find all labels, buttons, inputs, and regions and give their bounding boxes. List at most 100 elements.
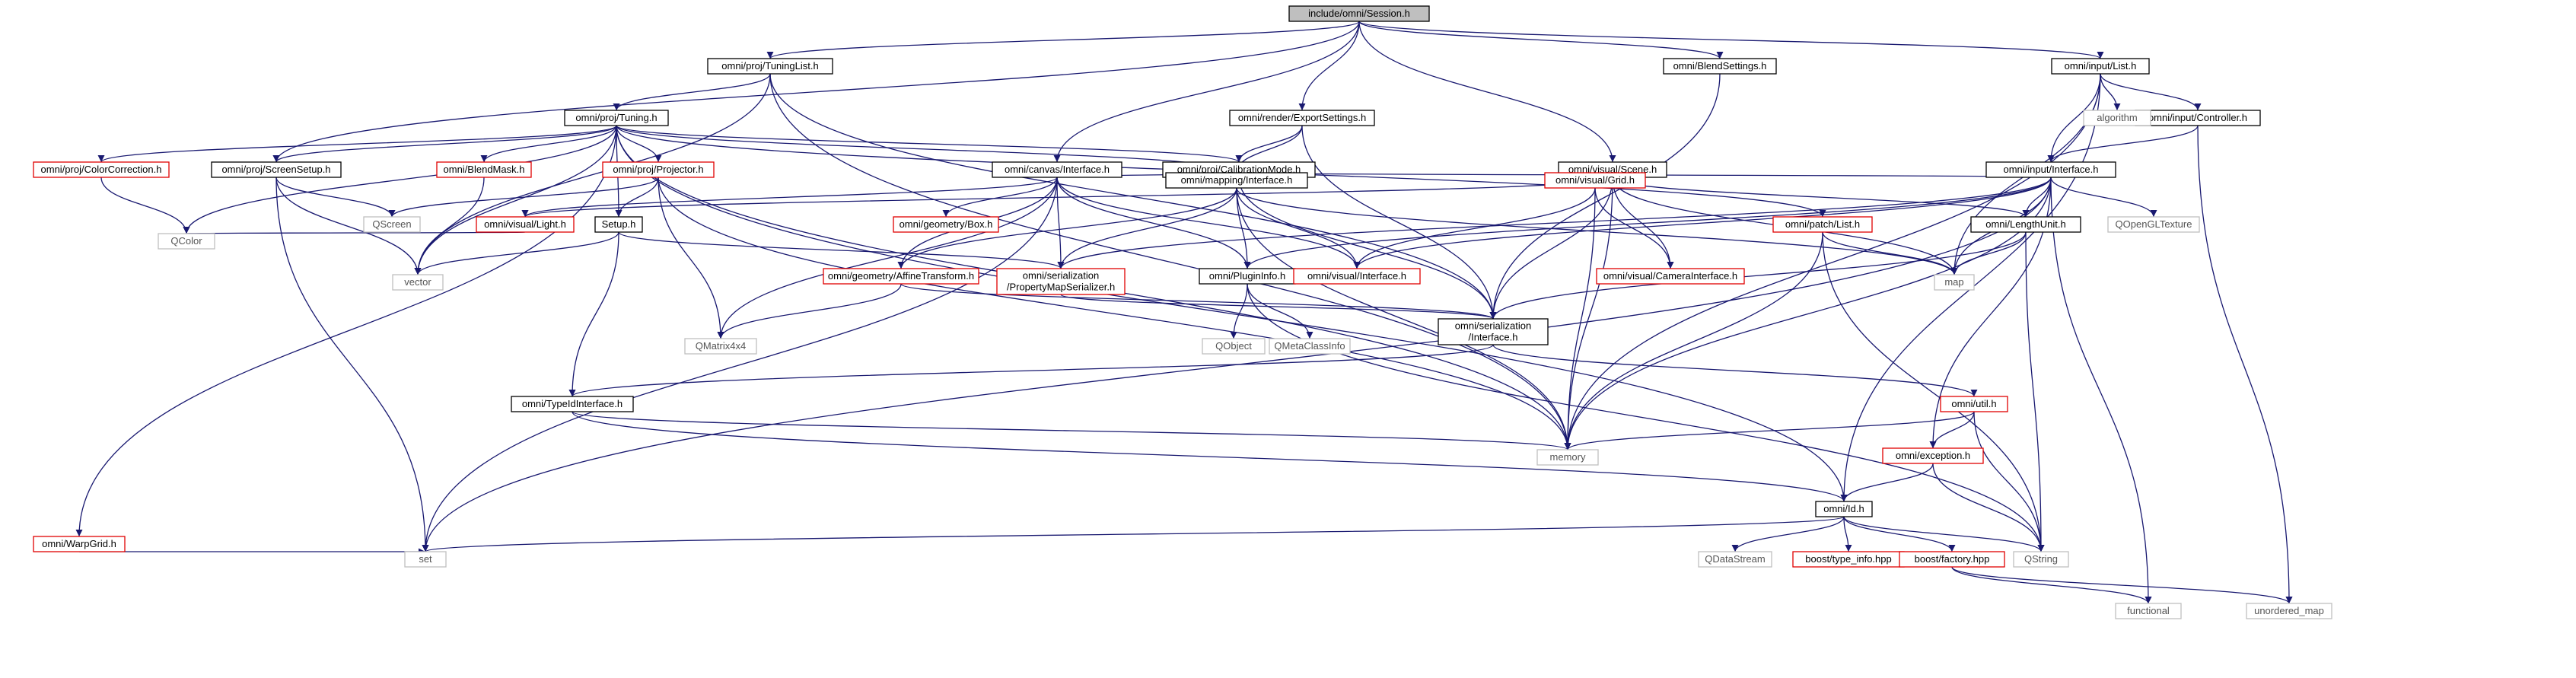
- node-box[interactable]: omni/geometry/Box.h: [893, 216, 999, 233]
- edge-lengthunit-to-qstring: [2025, 231, 2045, 552]
- edge-session-to-canvas: [1053, 21, 1360, 163]
- node-affine[interactable]: omni/geometry/AffineTransform.h: [823, 268, 979, 285]
- edge-plugininfo-to-qmeta: [1247, 283, 1313, 339]
- node-inputlist[interactable]: omni/input/List.h: [2051, 58, 2150, 75]
- edge-exportsettings-to-serialiface: [1301, 125, 1497, 320]
- edge-blendsettings-to-serialiface: [1489, 73, 1721, 320]
- node-blendsettings[interactable]: omni/BlendSettings.h: [1663, 58, 1777, 75]
- edge-plugininfo-to-qobject: [1230, 283, 1248, 339]
- node-setup[interactable]: Setup.h: [594, 216, 643, 233]
- edge-canvas-to-light: [521, 177, 1058, 218]
- edge-canvas-to-qmatrix: [717, 177, 1058, 339]
- node-colorcorrection[interactable]: omni/proj/ColorCorrection.h: [33, 161, 170, 178]
- edge-mapping-to-memory: [1236, 187, 1571, 450]
- nodes-layer: include/omni/Session.h omni/proj/TuningLi…: [33, 5, 2332, 619]
- node-projector[interactable]: omni/proj/Projector.h: [602, 161, 715, 178]
- edge-id-to-typeinfo: [1843, 516, 1852, 552]
- node-label: /PropertyMapSerializer.h: [1007, 282, 1115, 293]
- edge-serialiface-to-util: [1492, 344, 1978, 397]
- node-qogltex: QOpenGLTexture: [2107, 216, 2200, 233]
- node-inputiface[interactable]: omni/input/Interface.h: [1985, 161, 2116, 178]
- node-label: omni/LengthUnit.h: [1985, 218, 2066, 230]
- edge-session-to-tuninglist: [766, 21, 1360, 59]
- node-warpgrid[interactable]: omni/WarpGrid.h: [33, 536, 126, 552]
- edge-tuning-to-id: [616, 125, 1848, 502]
- node-light[interactable]: omni/visual/Light.h: [476, 216, 575, 233]
- node-label: QMatrix4x4: [696, 340, 746, 352]
- edge-patchlist-to-map: [1822, 231, 1958, 275]
- node-factory[interactable]: boost/factory.hpp: [1899, 551, 2005, 568]
- edge-inputlist-to-algorithm: [2100, 73, 2121, 111]
- edge-session-to-scene: [1358, 21, 1616, 163]
- edge-tuning-to-screensetup: [272, 125, 617, 163]
- node-label: omni/render/ExportSettings.h: [1238, 112, 1366, 123]
- edge-typeid-to-memory: [572, 411, 1571, 450]
- node-pmserializer[interactable]: omni/serialization/PropertyMapSerializer…: [996, 268, 1126, 295]
- node-camera[interactable]: omni/visual/CameraInterface.h: [1596, 268, 1745, 285]
- node-canvas[interactable]: omni/canvas/Interface.h: [992, 161, 1122, 178]
- edge-tuning-to-blendmask: [480, 125, 617, 163]
- node-label: QOpenGLTexture: [2116, 218, 2192, 230]
- node-label: omni/geometry/AffineTransform.h: [828, 270, 974, 282]
- node-label: algorithm: [2097, 112, 2137, 123]
- edge-scene-to-serialiface: [1489, 177, 1613, 320]
- node-session[interactable]: include/omni/Session.h: [1288, 5, 1430, 22]
- node-mapping[interactable]: omni/mapping/Interface.h: [1165, 172, 1308, 189]
- node-patchlist[interactable]: omni/patch/List.h: [1772, 216, 1873, 233]
- node-qdatastream: QDataStream: [1698, 551, 1772, 568]
- node-controller[interactable]: omni/input/Controller.h: [2135, 110, 2261, 126]
- edge-affine-to-serialiface: [900, 283, 1497, 320]
- node-label: omni/BlendSettings.h: [1673, 60, 1767, 72]
- edge-inputiface-to-qogltex: [2050, 177, 2157, 218]
- node-exception[interactable]: omni/exception.h: [1882, 447, 1984, 464]
- node-plugininfo[interactable]: omni/PluginInfo.h: [1199, 268, 1296, 285]
- node-label: QScreen: [372, 218, 411, 230]
- node-exportsettings[interactable]: omni/render/ExportSettings.h: [1229, 110, 1375, 126]
- node-functional: functional: [2115, 603, 2182, 619]
- edge-inputlist-to-controller: [2100, 73, 2202, 111]
- edge-mapping-to-map: [1236, 187, 1958, 275]
- edge-blendmask-to-vector: [414, 177, 485, 275]
- node-label: omni/visual/Scene.h: [1568, 164, 1657, 175]
- node-algorithm: algorithm: [2083, 110, 2151, 126]
- edge-canvas-to-visualiface: [1056, 177, 1361, 269]
- node-blendmask[interactable]: omni/BlendMask.h: [436, 161, 532, 178]
- node-lengthunit[interactable]: omni/LengthUnit.h: [1970, 216, 2081, 233]
- edge-exportsettings-to-calibmode: [1235, 125, 1303, 163]
- edge-session-to-blendsettings: [1358, 21, 1724, 59]
- node-util[interactable]: omni/util.h: [1940, 396, 2008, 412]
- edge-patchlist-to-qstring: [1822, 231, 2045, 552]
- edge-factory-to-unordered: [1951, 566, 2293, 604]
- node-screensetup[interactable]: omni/proj/ScreenSetup.h: [211, 161, 342, 178]
- node-tuninglist[interactable]: omni/proj/TuningList.h: [707, 58, 833, 75]
- node-label: omni/proj/Tuning.h: [575, 112, 657, 123]
- node-qstring: QString: [2013, 551, 2069, 568]
- edge-screensetup-to-set: [275, 177, 429, 552]
- node-label: omni/proj/CalibrationMode.h: [1177, 164, 1301, 175]
- edge-grid-to-camera: [1594, 187, 1674, 269]
- edge-util-to-qstring: [1973, 411, 2045, 552]
- node-label: omni/util.h: [1951, 398, 1996, 409]
- node-id[interactable]: omni/Id.h: [1815, 501, 1873, 517]
- edge-session-to-exportsettings: [1298, 21, 1360, 111]
- node-label: QMetaClassInfo: [1274, 340, 1345, 352]
- node-unordered: unordered_map: [2246, 603, 2332, 619]
- node-grid[interactable]: omni/visual/Grid.h: [1544, 172, 1646, 189]
- edge-projector-to-qscreen: [388, 177, 659, 218]
- node-tuning[interactable]: omni/proj/Tuning.h: [564, 110, 669, 126]
- node-typeinfo[interactable]: boost/type_info.hpp: [1792, 551, 1905, 568]
- node-typeid[interactable]: omni/TypeIdInterface.h: [511, 396, 634, 412]
- edge-typeid-to-id: [572, 411, 1848, 502]
- node-label: omni/Id.h: [1823, 503, 1864, 514]
- edge-scene-to-lengthunit: [1612, 177, 2030, 218]
- node-visualiface[interactable]: omni/visual/Interface.h: [1293, 268, 1421, 285]
- node-label: omni/serialization: [1455, 320, 1531, 332]
- edge-id-to-qstring: [1843, 516, 2045, 552]
- node-label: omni/patch/List.h: [1785, 218, 1860, 230]
- edge-projector-to-memory: [658, 177, 1571, 450]
- node-qcolor: QColor: [158, 233, 215, 250]
- edge-pmserializer-to-serialiface: [1060, 294, 1497, 320]
- edge-grid-to-memory: [1564, 187, 1596, 450]
- node-label: omni/TypeIdInterface.h: [522, 398, 623, 409]
- node-serialiface[interactable]: omni/serialization/Interface.h: [1438, 318, 1549, 345]
